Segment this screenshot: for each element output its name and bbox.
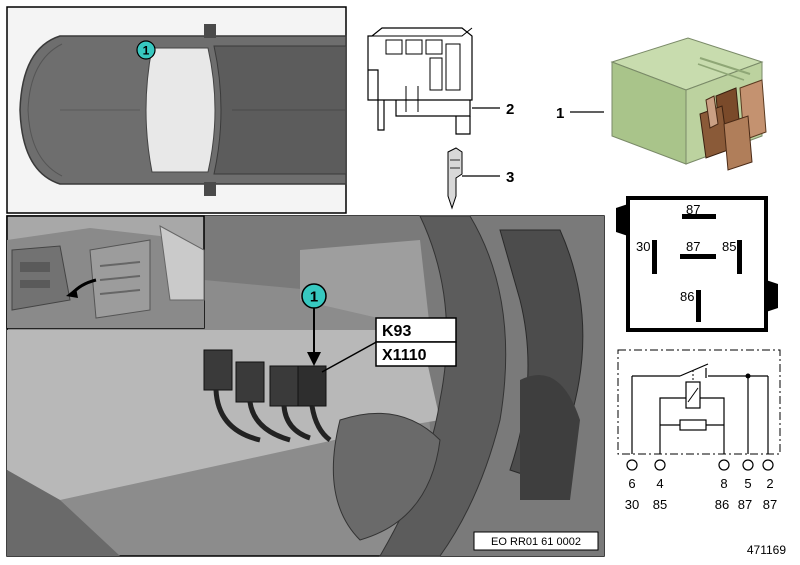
dashboard-inset-view <box>6 215 205 329</box>
terminal-pin-drawing <box>447 147 463 210</box>
terminal-87-b: 87 <box>763 497 777 512</box>
schematic-pin-6 <box>626 459 638 471</box>
vehicle-location-marker: 1 <box>136 40 156 60</box>
terminal-30: 30 <box>625 497 639 512</box>
component-labels: K93 X1110 <box>321 317 457 373</box>
pin-number-6: 6 <box>628 476 635 491</box>
relay-code-label: K93 <box>382 323 411 340</box>
item-1-number: 1 <box>556 105 564 122</box>
connector-code-label: X1110 <box>382 347 427 364</box>
relay-component <box>610 37 767 171</box>
coil-resistor <box>679 419 707 431</box>
vehicle-top-view-panel: 1 <box>6 6 347 214</box>
face-label-87-top: 87 <box>686 202 700 217</box>
connector-code-box <box>375 341 457 367</box>
switch-contact <box>679 363 709 377</box>
location-marker: 1 <box>301 283 327 366</box>
pin-bar-87-center <box>680 254 716 259</box>
relay-pins <box>699 79 767 171</box>
image-number: 471169 <box>747 543 786 557</box>
terminal-85: 85 <box>653 497 667 512</box>
schematic-pin-2 <box>762 459 774 471</box>
leader-item-3: 3 <box>462 169 514 186</box>
down-arrow <box>307 352 321 366</box>
relay-leader-item-1: 1 <box>556 105 604 122</box>
pin-number-5: 5 <box>744 476 751 491</box>
pin-bar-87-top <box>682 214 716 219</box>
relay-pinout-face: 87 30 87 85 86 <box>616 196 778 332</box>
relay-schematic: 6 4 8 5 2 30 85 86 87 87 <box>617 349 781 512</box>
connector-housing-drawing <box>367 27 473 135</box>
schematic-pin-8 <box>718 459 730 471</box>
face-label-86: 86 <box>680 289 694 304</box>
windshield <box>145 47 216 173</box>
leader-item-2: 2 <box>472 101 514 118</box>
schematic-pin-4 <box>654 459 666 471</box>
terminal-87-a: 87 <box>738 497 752 512</box>
location-marker-number: 1 <box>310 289 318 306</box>
item-2-number: 2 <box>506 101 514 118</box>
face-label-87-center: 87 <box>686 239 700 254</box>
schematic-pin-5 <box>742 459 754 471</box>
vehicle-body <box>19 24 347 196</box>
pin-bar-86 <box>696 290 701 322</box>
item-3-number: 3 <box>506 169 514 186</box>
pin-number-4: 4 <box>656 476 663 491</box>
relay-code-box <box>375 317 457 343</box>
pin-bar-85 <box>737 240 742 274</box>
face-label-85: 85 <box>722 239 736 254</box>
pin-number-8: 8 <box>720 476 727 491</box>
reference-code: EO RR01 61 0002 <box>491 536 581 548</box>
installation-location-panel: 1 K93 X1110 EO RR01 61 0002 <box>6 215 605 557</box>
reference-box <box>473 531 599 551</box>
vehicle-marker-number: 1 <box>143 44 150 58</box>
pin-number-2: 2 <box>766 476 773 491</box>
relay-block-photo <box>203 349 332 443</box>
face-label-30: 30 <box>636 239 650 254</box>
pin-bar-30 <box>652 240 657 274</box>
terminal-86: 86 <box>715 497 729 512</box>
